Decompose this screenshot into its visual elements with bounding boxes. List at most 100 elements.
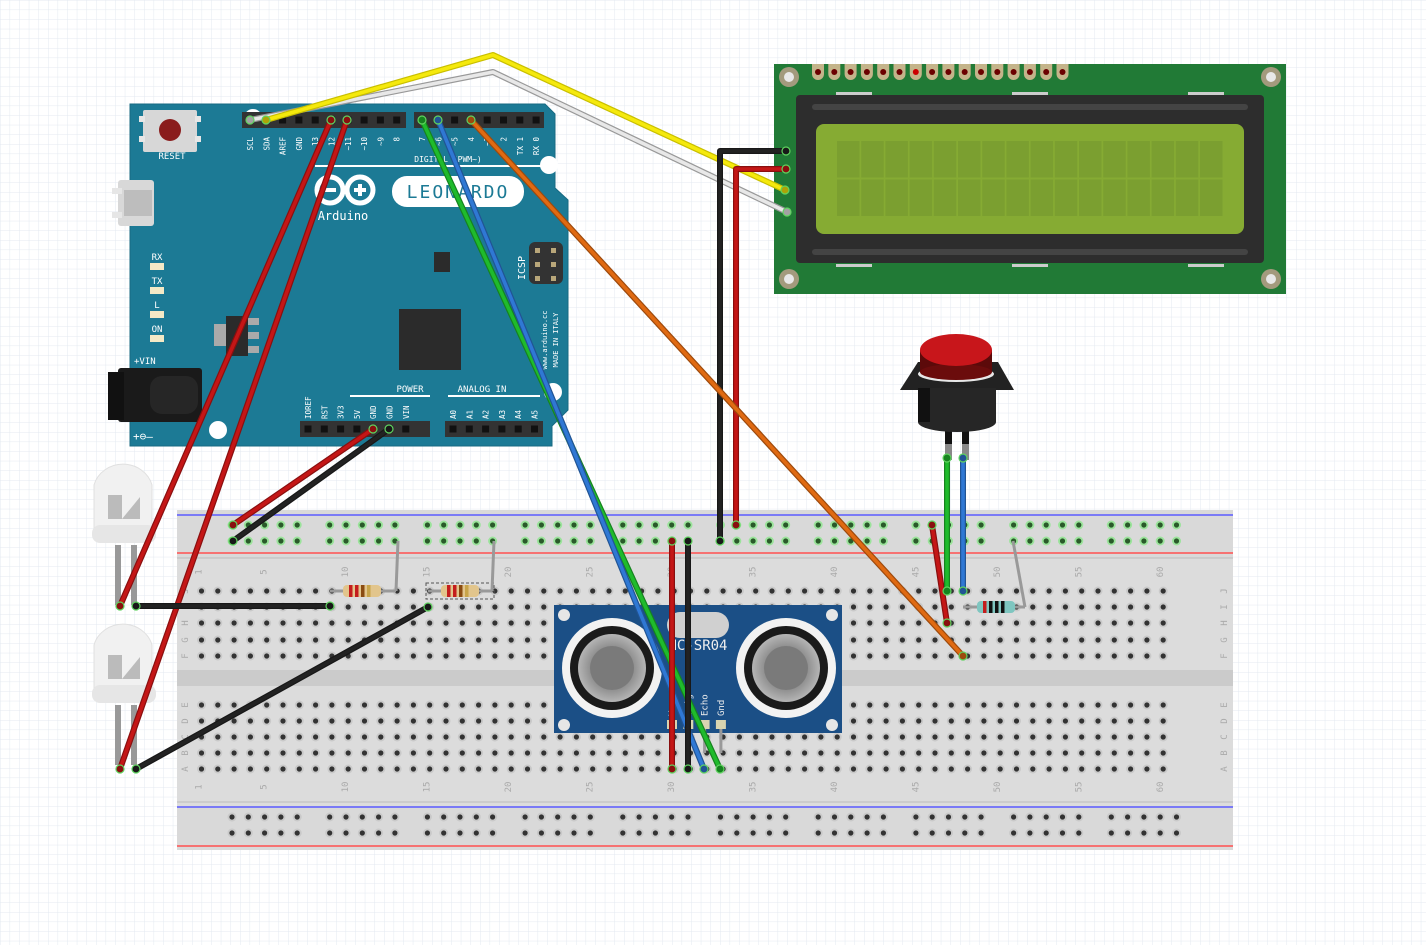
microcontroller-chip xyxy=(399,309,461,370)
column-number-label: 60 xyxy=(1156,567,1166,578)
board-led-rx xyxy=(150,263,164,270)
wire-pin6-trig[interactable] xyxy=(433,115,709,774)
resistor-r2[interactable] xyxy=(428,585,492,597)
wire-endpoint[interactable] xyxy=(958,651,968,661)
header-pin-vin[interactable] xyxy=(402,425,410,433)
wire-lcd-gnd[interactable] xyxy=(715,146,791,546)
usb-port[interactable] xyxy=(112,180,154,226)
wire-endpoint[interactable] xyxy=(942,618,952,628)
wire-endpoint[interactable] xyxy=(245,115,255,125)
wire-endpoint[interactable] xyxy=(368,424,378,434)
header-pin-ioref[interactable] xyxy=(304,425,312,433)
wire-pin12-led1[interactable] xyxy=(115,115,336,611)
header-pin-3[interactable] xyxy=(483,116,491,124)
header-pin-a3[interactable] xyxy=(498,425,506,433)
wire-endpoint[interactable] xyxy=(261,115,271,125)
header-pin-9[interactable] xyxy=(376,116,384,124)
wire-endpoint[interactable] xyxy=(228,520,238,530)
resistor-r1[interactable] xyxy=(330,585,396,597)
wire-led1-gnd[interactable] xyxy=(131,601,335,611)
pushbutton[interactable] xyxy=(900,334,1014,460)
wire-sensor-gnd[interactable] xyxy=(683,536,693,774)
wire-led2-gnd[interactable] xyxy=(131,602,433,774)
wire-gnd-rail[interactable] xyxy=(228,424,394,546)
selection-box xyxy=(425,582,495,600)
header-pin-gnd[interactable] xyxy=(295,116,303,124)
button-cap[interactable] xyxy=(920,334,992,366)
wire-endpoint[interactable] xyxy=(683,764,693,774)
wire-endpoint[interactable] xyxy=(228,536,238,546)
wire-endpoint[interactable] xyxy=(731,520,741,530)
header-pin-aref[interactable] xyxy=(279,116,287,124)
wire-button-vcc[interactable] xyxy=(927,520,952,628)
resistor-r3[interactable] xyxy=(963,601,1025,613)
wire-sensor-vcc[interactable] xyxy=(667,536,677,774)
pin-label: 3V3 xyxy=(337,405,346,419)
header-pin-5[interactable] xyxy=(451,116,459,124)
wire-endpoint[interactable] xyxy=(683,536,693,546)
header-pin-a2[interactable] xyxy=(482,425,490,433)
header-pin-tx1[interactable] xyxy=(516,116,524,124)
wire-endpoint[interactable] xyxy=(667,764,677,774)
header-pin-rst[interactable] xyxy=(320,425,328,433)
wire-endpoint[interactable] xyxy=(781,164,791,174)
column-number-label: 40 xyxy=(830,567,840,578)
lcd-character-cell xyxy=(909,179,933,216)
wire-endpoint[interactable] xyxy=(958,453,968,463)
header-pin-a1[interactable] xyxy=(465,425,473,433)
sensor-pin-gnd[interactable] xyxy=(715,720,726,729)
lcd-16x2-display[interactable] xyxy=(774,64,1286,294)
wire-endpoint[interactable] xyxy=(466,115,476,125)
wire-pin4-button[interactable] xyxy=(466,115,968,661)
wire-endpoint[interactable] xyxy=(384,424,394,434)
wire-sda-lcd[interactable] xyxy=(261,52,790,195)
wire-endpoint[interactable] xyxy=(715,536,725,546)
wire-endpoint[interactable] xyxy=(115,764,125,774)
pin-label: VIN xyxy=(402,405,411,419)
wire-endpoint[interactable] xyxy=(131,601,141,611)
header-pin-3v3[interactable] xyxy=(337,425,345,433)
icsp-header[interactable] xyxy=(529,242,563,284)
wire-pin11-led2[interactable] xyxy=(115,115,352,774)
header-pin-a0[interactable] xyxy=(449,425,457,433)
sensor-pin-echo[interactable] xyxy=(699,720,710,729)
header-pin-13[interactable] xyxy=(311,116,319,124)
wire-button-leg2[interactable] xyxy=(958,453,968,596)
wire-endpoint[interactable] xyxy=(115,601,125,611)
wire-endpoint[interactable] xyxy=(942,453,952,463)
led-1[interactable] xyxy=(92,463,156,605)
wire-endpoint[interactable] xyxy=(325,601,335,611)
wire-endpoint[interactable] xyxy=(417,115,427,125)
wire-endpoint[interactable] xyxy=(667,536,677,546)
header-pin-5v[interactable] xyxy=(353,425,361,433)
resistor-band xyxy=(983,601,987,613)
header-pin-rx0[interactable] xyxy=(532,116,540,124)
header-pin-2[interactable] xyxy=(500,116,507,124)
lcd-character-cell xyxy=(982,141,1005,178)
lcd-character-cell xyxy=(1127,141,1150,178)
wire-endpoint[interactable] xyxy=(423,602,433,612)
wire-endpoint[interactable] xyxy=(131,764,141,774)
wire-endpoint[interactable] xyxy=(699,764,709,774)
wire-endpoint[interactable] xyxy=(780,185,790,195)
header-pin-8[interactable] xyxy=(393,116,401,124)
reset-button[interactable] xyxy=(139,110,201,152)
wire-endpoint[interactable] xyxy=(942,586,952,596)
wire-endpoint[interactable] xyxy=(782,207,792,217)
header-pin-10[interactable] xyxy=(360,116,368,124)
wire-5v-rail[interactable] xyxy=(228,424,378,530)
header-pin-a4[interactable] xyxy=(514,425,522,433)
wire-endpoint[interactable] xyxy=(433,115,443,125)
wire-endpoint[interactable] xyxy=(927,520,937,530)
wire-endpoint[interactable] xyxy=(958,586,968,596)
header-pin-a5[interactable] xyxy=(531,425,538,433)
wire-endpoint[interactable] xyxy=(326,115,336,125)
wire-button-leg1[interactable] xyxy=(942,453,952,596)
led-2[interactable] xyxy=(92,623,156,765)
power-jack[interactable] xyxy=(108,368,202,422)
wire-endpoint[interactable] xyxy=(342,115,352,125)
wire-endpoint[interactable] xyxy=(715,764,725,774)
wire-endpoint[interactable] xyxy=(781,146,791,156)
